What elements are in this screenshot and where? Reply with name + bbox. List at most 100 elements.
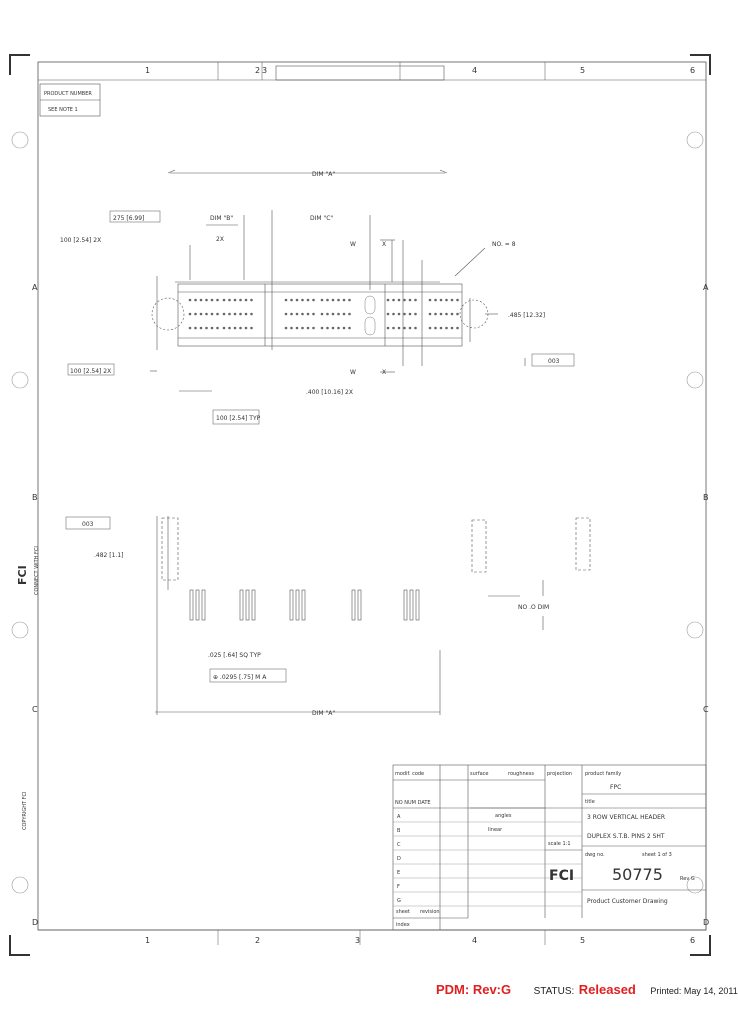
pin-dot <box>250 326 253 330</box>
pin-dot <box>408 312 412 316</box>
tb-scale: scale 1:1 <box>548 841 571 847</box>
pin-dot <box>312 312 315 316</box>
pin-dot <box>445 326 448 330</box>
tb-rev-b: B <box>397 828 401 834</box>
pin-dot <box>228 298 231 302</box>
zone-top-5: 5 <box>580 66 585 75</box>
zone-left-b: B <box>32 493 38 502</box>
pin-dot <box>222 312 226 316</box>
product-number-value: SEE NOTE 1 <box>48 107 78 113</box>
zone-right-a: A <box>703 283 709 292</box>
pin-tail <box>195 589 200 621</box>
pin-dot <box>450 298 454 302</box>
pin-dot <box>326 326 329 330</box>
tb-logo: FCI <box>549 868 574 884</box>
tb-rev-box: Rev G <box>680 876 695 882</box>
status-label: STATUS: <box>533 986 575 997</box>
pin-dot <box>233 326 237 330</box>
pin-dot <box>414 326 417 330</box>
pin-dot <box>403 298 406 302</box>
pin-dot <box>205 326 208 330</box>
zone-bottom-6: 6 <box>690 936 695 945</box>
pin-dot <box>348 312 351 316</box>
side-copyright-text: COPYRIGHT FCI <box>22 792 28 830</box>
pin-dot <box>428 298 432 302</box>
dim-400: .400 [10.16] 2X <box>306 389 353 396</box>
min-note: NO .O DIM <box>518 604 549 611</box>
printed-date: Printed: May 14, 2011 <box>650 986 738 996</box>
pin-array <box>188 298 459 330</box>
dim-pitch-row: 100 [2.54] 2X <box>70 368 111 375</box>
tb-rev-a: A <box>397 814 401 820</box>
tail-size: .025 [.64] SQ TYP <box>208 652 261 659</box>
pin-dot <box>301 298 304 302</box>
pin-dot <box>408 326 412 330</box>
title-block <box>392 764 707 931</box>
front-view <box>155 516 591 715</box>
pin-dot <box>326 298 329 302</box>
flat-003b: 003 <box>82 521 94 528</box>
pin-dot <box>320 312 324 316</box>
corner-marks <box>9 54 711 956</box>
pin-dot <box>342 298 346 302</box>
zone-left-c: C <box>32 705 38 714</box>
pin-dot <box>284 312 288 316</box>
zone-left-d: D <box>32 918 38 927</box>
tb-sheet: sheet <box>396 909 410 915</box>
tb-dwg-no-label: dwg no. <box>585 852 605 858</box>
zone-top-2: 2 <box>255 66 260 75</box>
dim-b-2x: 2X <box>216 236 224 243</box>
tb-revision: revision <box>420 909 440 915</box>
pin-dot <box>205 298 208 302</box>
pin-dot <box>439 326 443 330</box>
dim-b: DIM "B" <box>210 215 233 222</box>
side-connect-text: CONNECT WITH FCI <box>34 546 40 595</box>
tb-ecn-header: NO NUM DATE <box>395 800 431 806</box>
pin-dot <box>290 298 293 302</box>
pin-dot <box>222 298 226 302</box>
tb-modified: modif. code <box>395 771 424 777</box>
zone-bottom-2: 2 <box>255 936 260 945</box>
zone-left-a: A <box>32 283 38 292</box>
zone-right-c: C <box>703 705 709 714</box>
pin-dot <box>342 326 346 330</box>
dim-482: .482 [1.1] <box>94 552 124 559</box>
pin-dot <box>386 312 390 316</box>
pin-dot <box>228 326 231 330</box>
zone-top-4: 4 <box>472 66 477 75</box>
pin-dot <box>450 326 454 330</box>
pin-dot <box>386 298 390 302</box>
pin-tail <box>403 589 408 621</box>
pin-dot <box>205 312 208 316</box>
tb-rev-d: D <box>397 856 401 862</box>
pin-dot <box>331 312 335 316</box>
tb-index: index <box>396 922 410 928</box>
pin-dot <box>445 298 448 302</box>
pin-dot <box>386 326 390 330</box>
dim-vertical-row: 100 [2.54] TYP <box>216 415 261 422</box>
pin-dot <box>301 326 304 330</box>
tb-rev-c: C <box>397 842 401 848</box>
pin-dot <box>320 326 324 330</box>
dim-x-top: X <box>382 241 386 248</box>
pin-dot <box>194 298 197 302</box>
pin-dot <box>239 312 242 316</box>
drawing-sheet: 1 2 3 4 5 6 1 2 3 4 5 6 A B C D A B C D … <box>9 54 711 956</box>
margin-circles <box>11 131 704 894</box>
pin-dot <box>445 312 448 316</box>
tb-title-line2: DUPLEX S.T.B. PINS 2 SHT <box>587 833 665 840</box>
tb-doc-type: Product Customer Drawing <box>587 898 668 905</box>
pin-dot <box>434 326 437 330</box>
pin-dot <box>301 312 304 316</box>
tb-linear: linear <box>488 827 503 833</box>
pin-dot <box>284 298 288 302</box>
pin-tail <box>301 589 306 621</box>
tb-title-label: title <box>585 799 595 805</box>
tb-sheet-label: sheet 1 of 3 <box>642 852 672 858</box>
tb-surface: surface <box>470 771 488 777</box>
pin-dot <box>312 326 315 330</box>
pin-dot <box>337 326 340 330</box>
pin-dot <box>428 326 432 330</box>
pin-dot <box>222 326 226 330</box>
pin-dot <box>428 312 432 316</box>
